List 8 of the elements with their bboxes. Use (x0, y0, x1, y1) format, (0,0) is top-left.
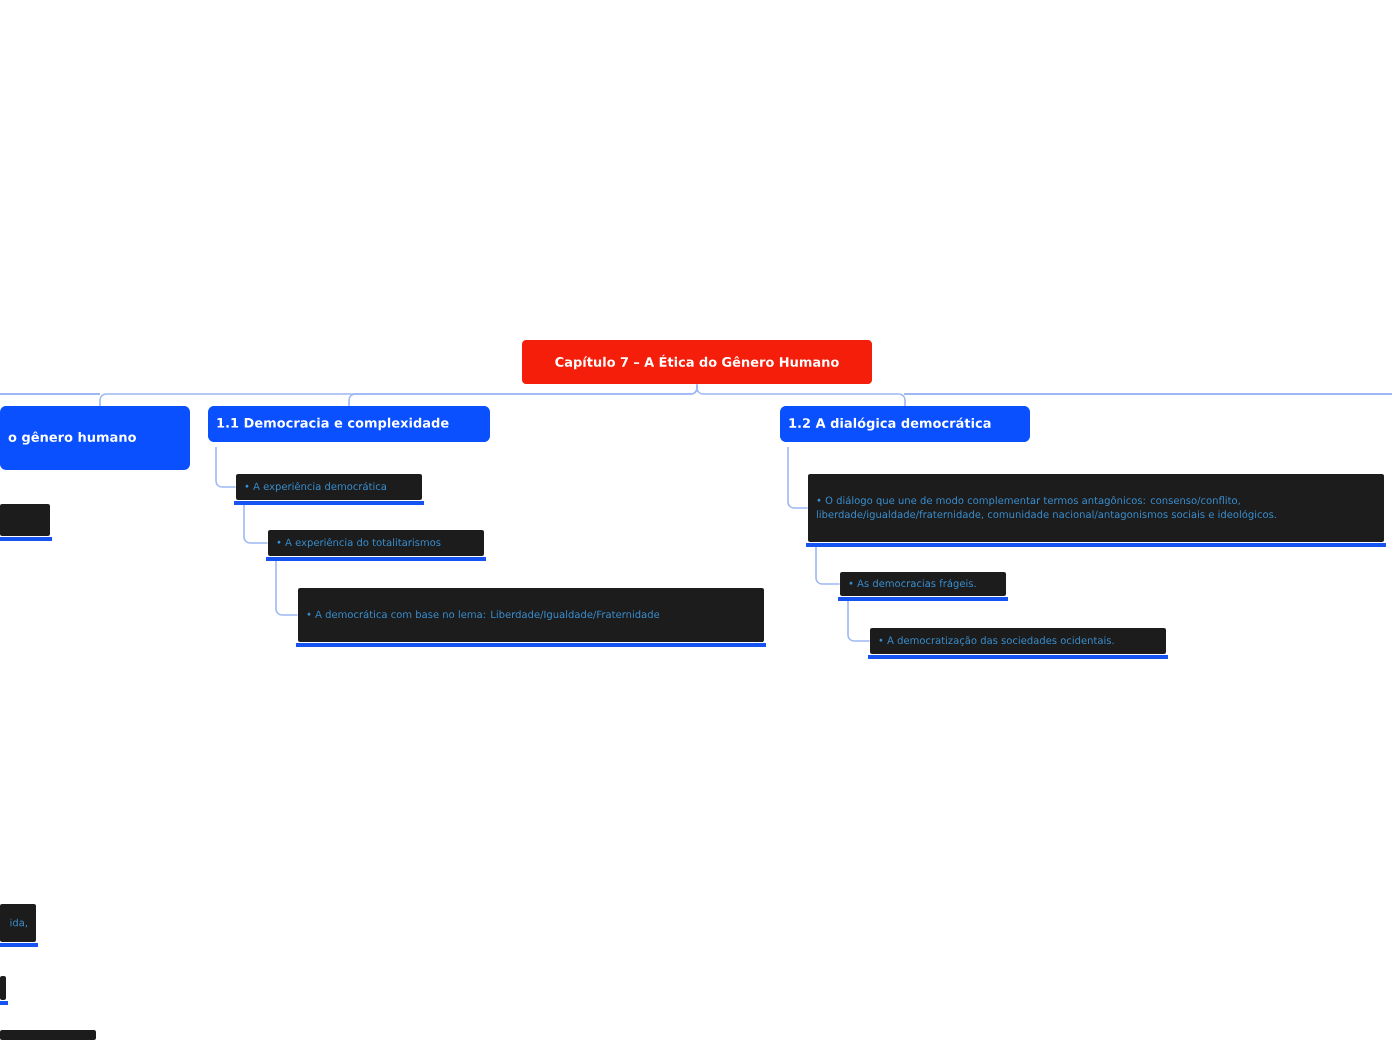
connector-line (696, 383, 906, 407)
note-box (0, 1030, 96, 1040)
connector-line (815, 546, 841, 585)
connector-line (243, 504, 269, 544)
note-box (0, 976, 8, 1005)
connector-line (215, 446, 237, 488)
connector-line (787, 446, 809, 509)
note-box (0, 504, 52, 541)
